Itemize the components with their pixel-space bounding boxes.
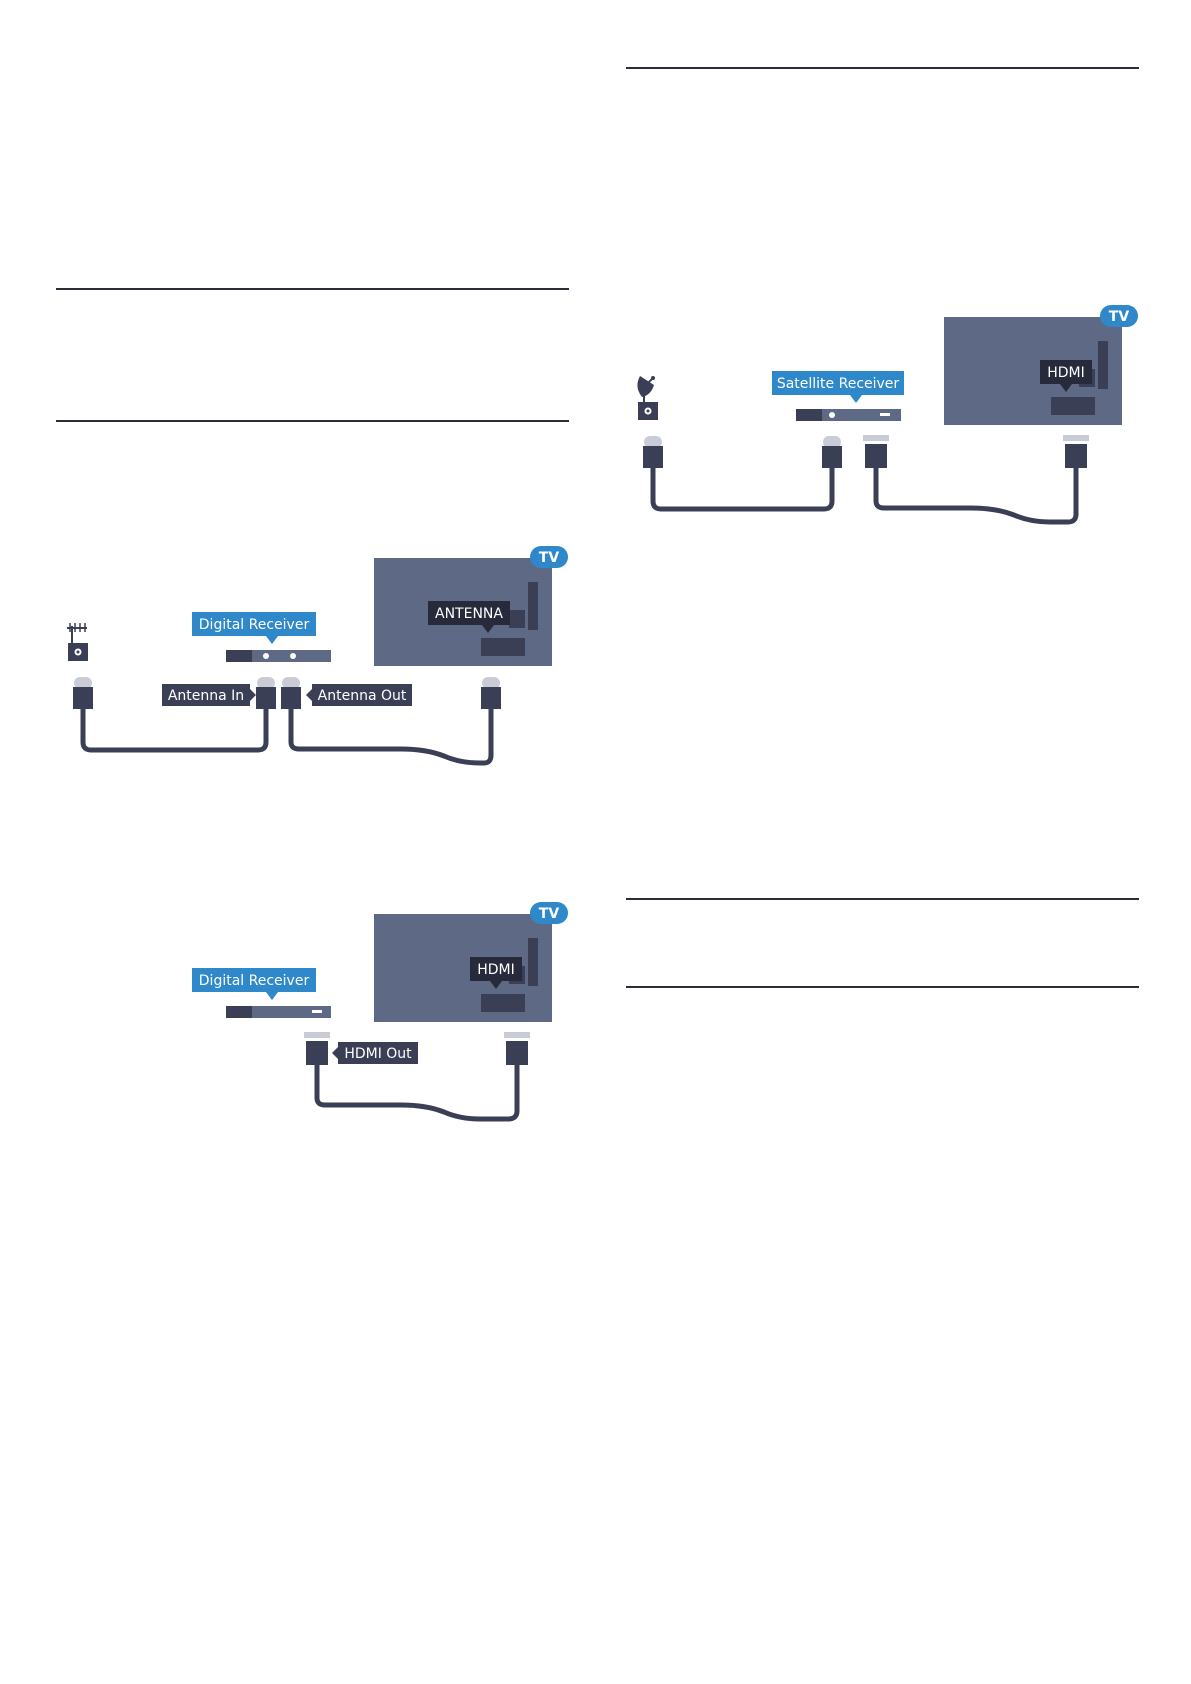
hdmi-out-plug	[863, 435, 889, 468]
section-divider	[56, 288, 569, 290]
section-divider	[626, 986, 1139, 988]
cable-receiver-to-tv	[288, 709, 494, 766]
tv-stand-bar	[528, 938, 538, 986]
tv-port-label: HDMI	[1040, 360, 1092, 392]
tv-stand-bar	[528, 582, 538, 630]
device-label-text: Digital Receiver	[199, 973, 310, 989]
antenna-in-plug	[256, 677, 276, 709]
section-divider	[626, 67, 1139, 69]
satellite-connection-diagram: TV HDMI Satellite Receiver	[637, 305, 1138, 525]
cable-dish-to-receiver	[650, 468, 835, 512]
section-divider	[56, 420, 569, 422]
cable-antenna-to-receiver	[80, 709, 269, 753]
antenna-out-plug	[281, 677, 301, 709]
tv-badge: TV	[530, 546, 568, 568]
antenna-icon	[67, 623, 88, 661]
tv-port-block	[481, 994, 525, 1012]
tv-port-block	[1051, 397, 1095, 415]
tv-port-label-text: ANTENNA	[435, 606, 503, 622]
tv-badge-text: TV	[539, 906, 560, 922]
hdmi-out-label: HDMI Out	[332, 1042, 418, 1064]
device-label: Digital Receiver	[192, 612, 316, 644]
antenna-out-label-text: Antenna Out	[318, 688, 407, 704]
tv-port-shadow	[509, 610, 525, 628]
satellite-in-plug	[822, 436, 842, 468]
device-label: Satellite Receiver	[772, 371, 904, 403]
section-divider	[626, 898, 1139, 900]
hdmi-plug-tv	[1063, 435, 1089, 468]
satellite-receiver-device	[796, 409, 901, 421]
hdmi-out-label-text: HDMI Out	[344, 1046, 412, 1062]
satellite-plug-source	[643, 436, 663, 468]
antenna-in-label-text: Antenna In	[168, 688, 244, 704]
antenna-in-label: Antenna In	[162, 684, 256, 706]
tv-port-label: ANTENNA	[428, 601, 510, 633]
tv-body	[944, 317, 1122, 425]
tv-body	[374, 914, 552, 1022]
tv-badge-text: TV	[1109, 309, 1130, 325]
antenna-plug-tv	[481, 677, 501, 709]
satellite-dish-icon	[637, 376, 658, 420]
device-label-text: Satellite Receiver	[777, 376, 900, 392]
tv-badge: TV	[530, 902, 568, 924]
cable-receiver-to-tv	[873, 468, 1079, 525]
tv-port-label: HDMI	[470, 957, 522, 989]
tv-port-label-text: HDMI	[477, 962, 515, 978]
antenna-connection-diagram: TV ANTENNA Digital Receiver	[67, 546, 568, 766]
hdmi-connection-diagram: TV HDMI Digital Receiver HDMI Out	[192, 902, 568, 1122]
tv-badge-text: TV	[539, 550, 560, 566]
hdmi-plug-tv	[504, 1032, 530, 1065]
digital-receiver-device	[226, 1006, 331, 1018]
tv-port-label-text: HDMI	[1047, 365, 1085, 381]
tv-port-block	[481, 638, 525, 656]
tv-stand-bar	[1098, 341, 1108, 389]
tv-badge: TV	[1100, 305, 1138, 327]
antenna-plug-source	[73, 677, 93, 709]
device-label: Digital Receiver	[192, 968, 316, 1000]
device-label-text: Digital Receiver	[199, 617, 310, 633]
antenna-out-label: Antenna Out	[306, 684, 412, 706]
hdmi-out-plug	[304, 1032, 330, 1065]
cable-receiver-to-tv	[314, 1065, 520, 1122]
digital-receiver-device	[226, 650, 331, 662]
